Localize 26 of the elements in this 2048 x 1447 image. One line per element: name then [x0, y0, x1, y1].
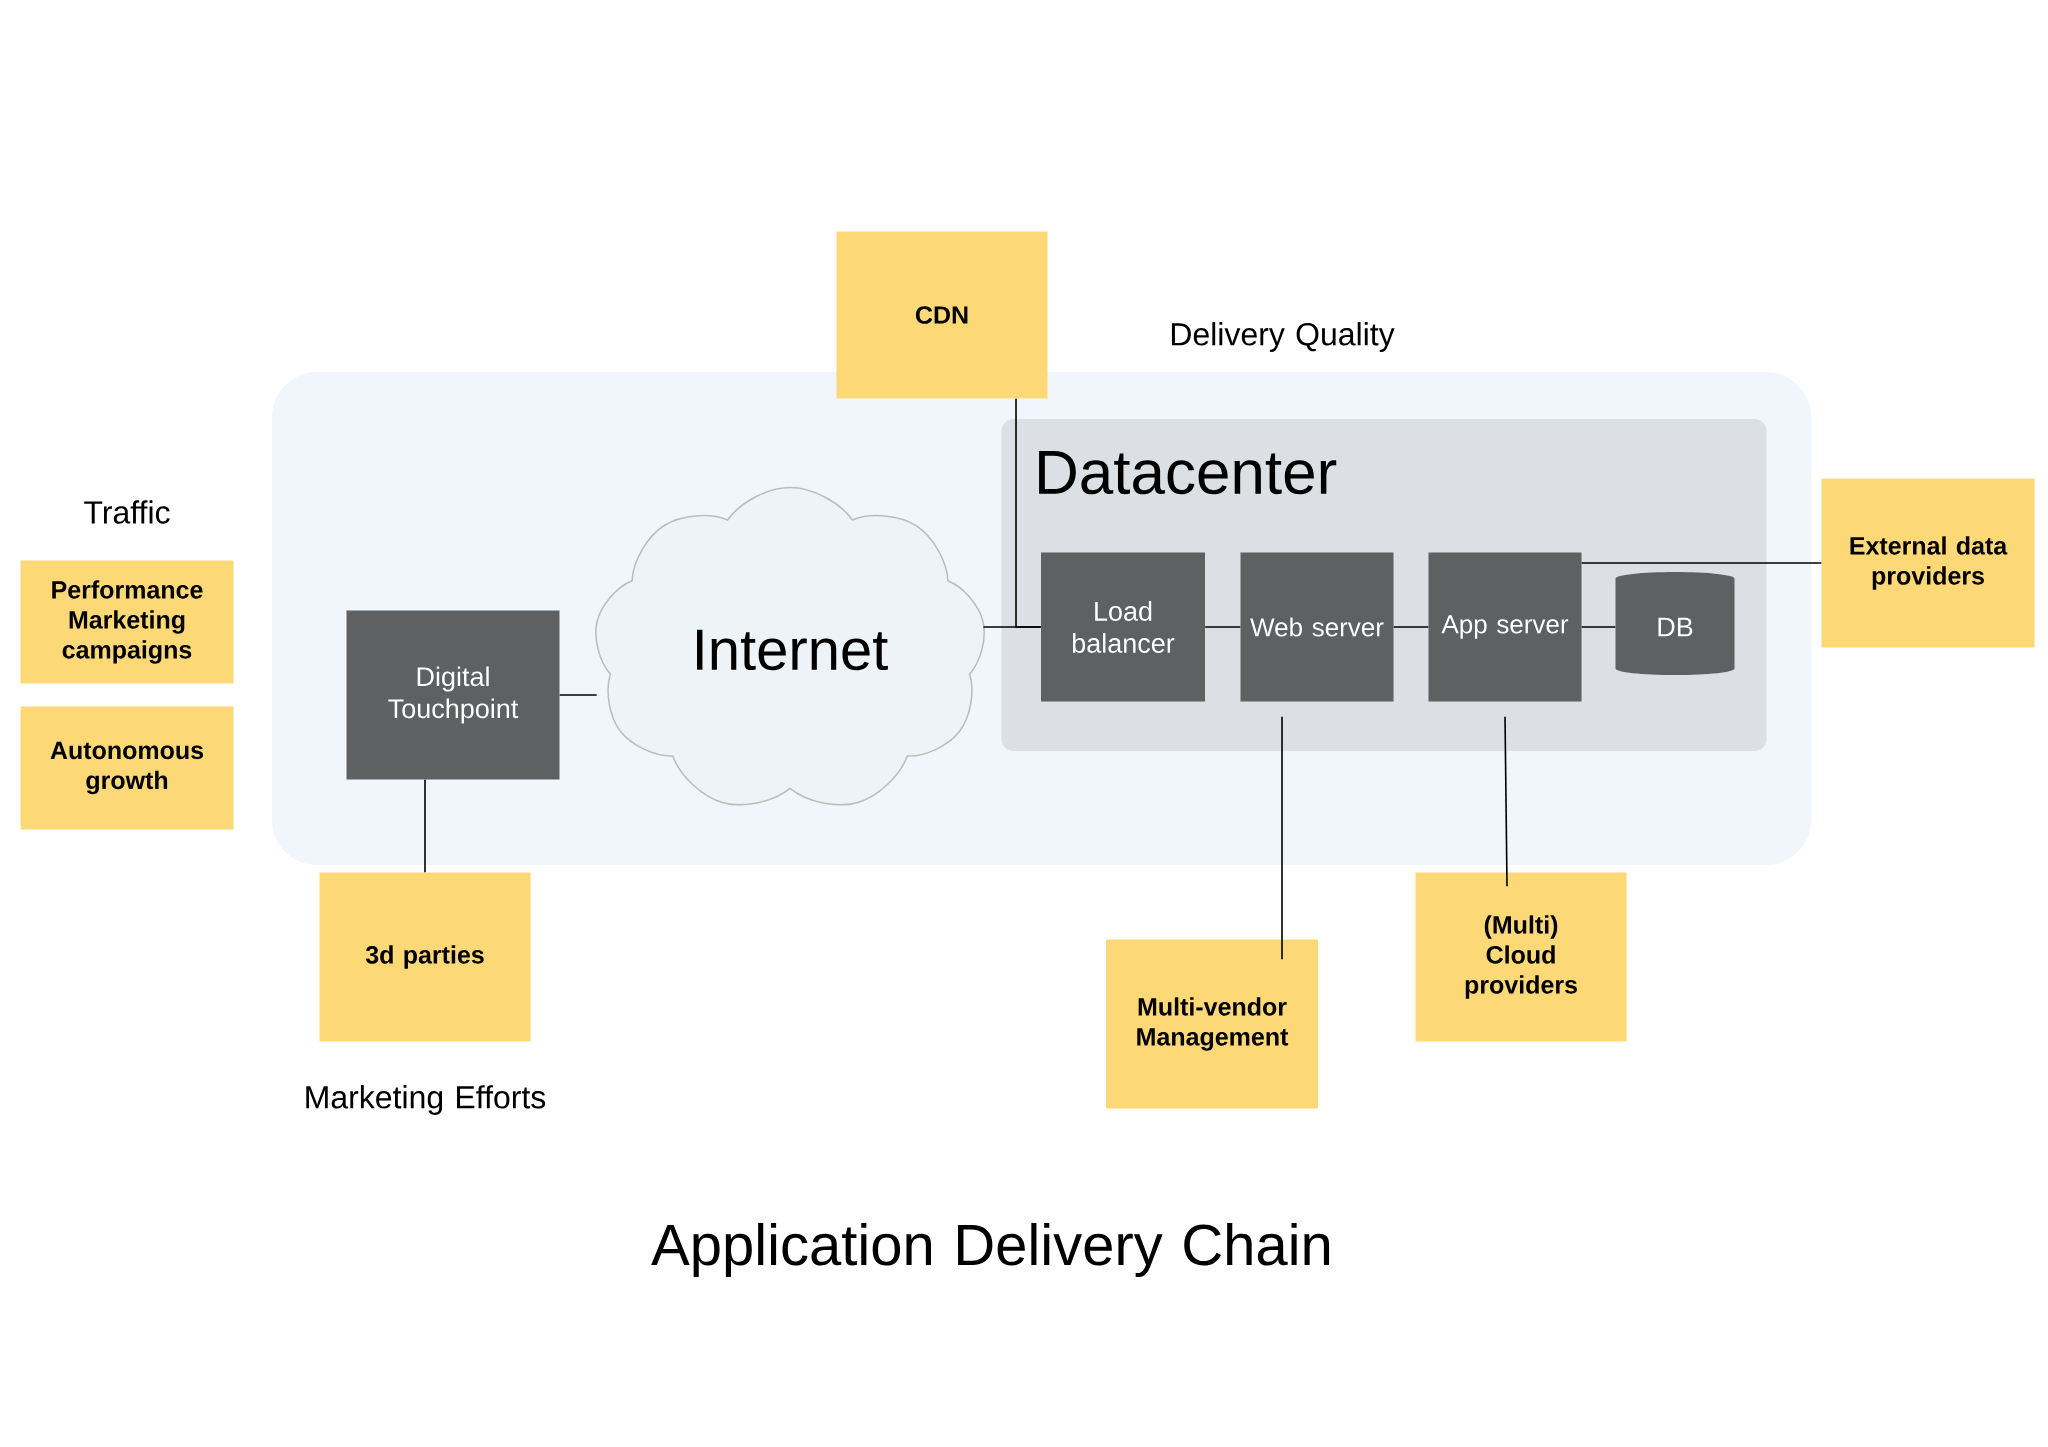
database-cylinder: DB — [1615, 572, 1735, 676]
sticky-note: 3d parties — [319, 872, 531, 1042]
diagram-title: Application Delivery Chain — [651, 1222, 1330, 1278]
connector-line — [1281, 715, 1283, 961]
connector-line — [1504, 715, 1508, 888]
connector-line — [558, 694, 598, 696]
connector-line — [1580, 626, 1617, 628]
section-label: Marketing Efforts — [306, 1085, 546, 1115]
sticky-note: Multi-vendor Management — [1106, 939, 1318, 1109]
server-box: Digital Touchpoint — [346, 610, 560, 780]
internet-cloud: Internet — [595, 486, 985, 806]
connector-line — [1015, 397, 1042, 628]
sticky-note: Autonomous growth — [20, 706, 234, 830]
server-box: Web server — [1240, 552, 1394, 702]
connector-line — [1392, 626, 1430, 628]
sticky-note: External data providers — [1821, 478, 2035, 648]
section-label: Traffic — [84, 500, 170, 524]
server-box: App server — [1428, 552, 1582, 702]
server-box: Load balancer — [1041, 552, 1205, 702]
connector-line — [1580, 562, 1823, 564]
connector-line — [1204, 626, 1242, 628]
sticky-note: CDN — [836, 231, 1048, 399]
connector-line — [424, 778, 426, 874]
section-label: Delivery Quality — [1171, 322, 1395, 352]
sticky-note: (Multi) Cloud providers — [1415, 872, 1627, 1042]
sticky-note: Performance Marketing campaigns — [20, 560, 234, 684]
